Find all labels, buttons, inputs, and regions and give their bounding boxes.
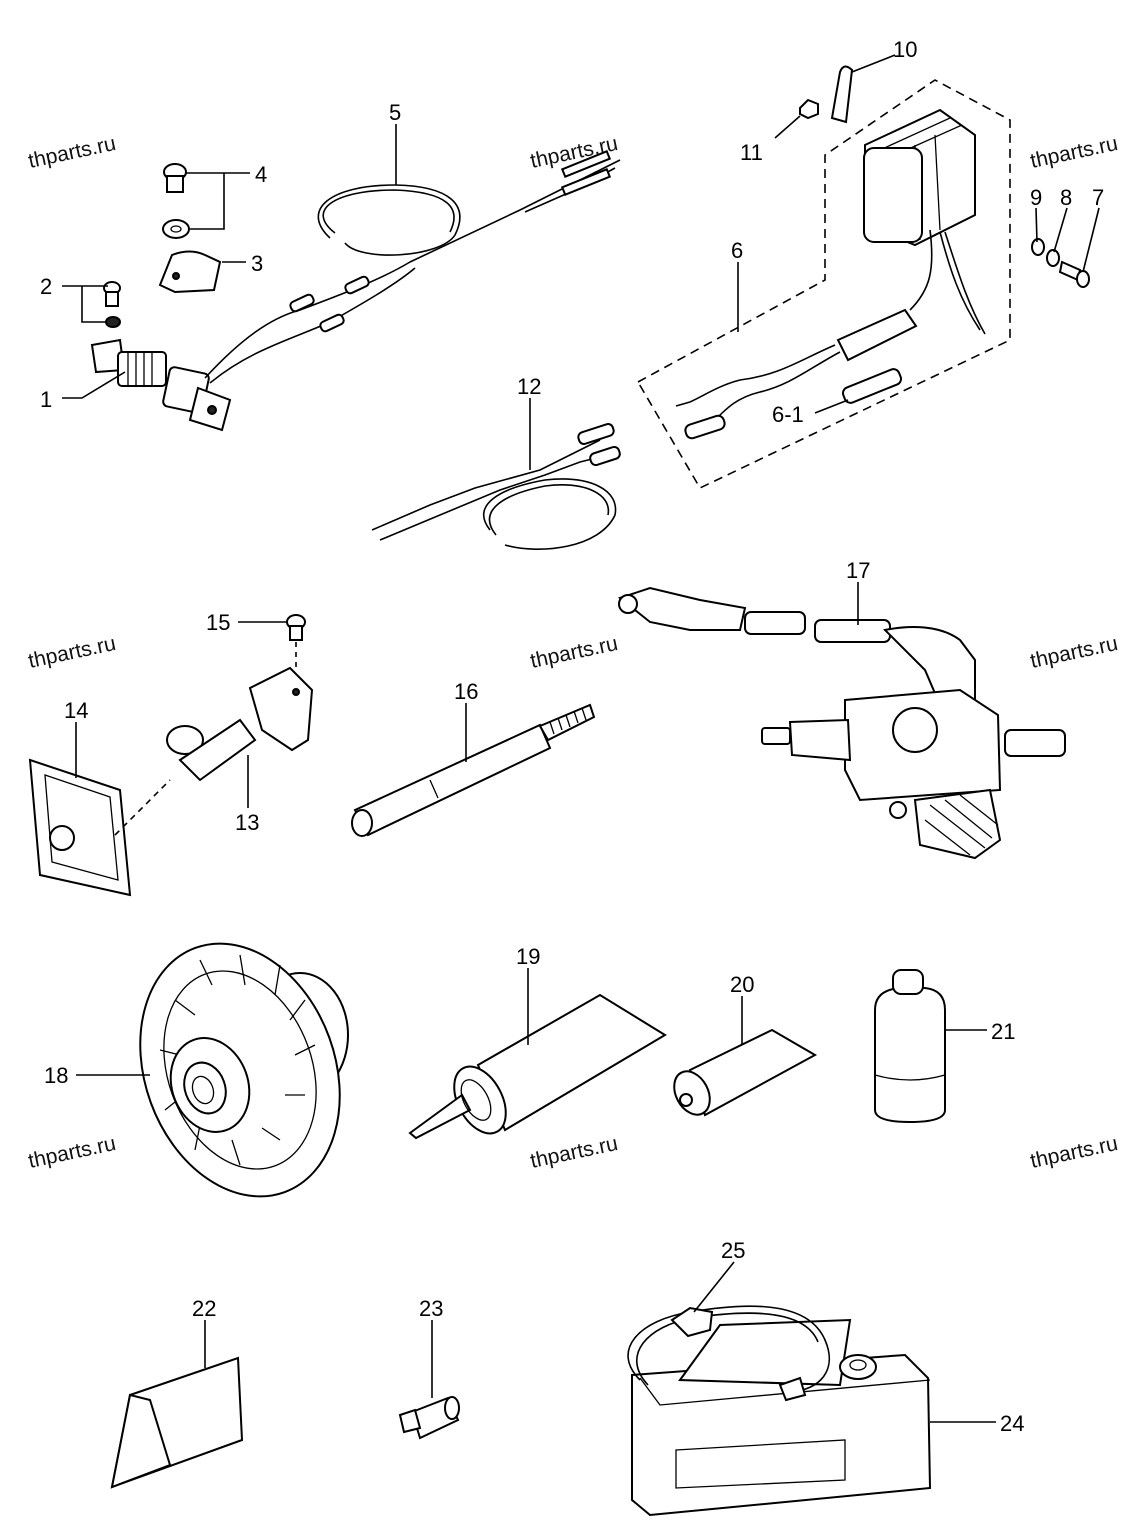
watermark-7: thparts.ru xyxy=(26,1132,118,1173)
part-24-fuel-tank xyxy=(627,1305,932,1517)
label-21: 21 xyxy=(991,1019,1015,1044)
part-2-screw xyxy=(103,281,121,328)
label-6-1: 6-1 xyxy=(772,402,804,427)
label-3: 3 xyxy=(251,251,263,276)
label-24: 24 xyxy=(1000,1411,1024,1436)
label-14: 14 xyxy=(64,698,88,723)
part-12-harness xyxy=(371,423,621,550)
label-17: 17 xyxy=(846,558,870,583)
label-23: 23 xyxy=(419,1296,443,1321)
label-13: 13 xyxy=(235,810,259,835)
part-20-tube xyxy=(673,1028,818,1117)
label-11: 11 xyxy=(740,140,763,165)
part-22-bag xyxy=(110,1356,244,1489)
part-4-bolt xyxy=(162,163,190,239)
part-6-rectifier-group xyxy=(636,65,1090,490)
watermark-4: thparts.ru xyxy=(26,632,118,673)
watermark-8: thparts.ru xyxy=(528,1132,620,1173)
part-23-plug xyxy=(398,1396,460,1440)
watermark-9: thparts.ru xyxy=(1028,1132,1120,1173)
label-18: 18 xyxy=(44,1063,68,1088)
label-15: 15 xyxy=(206,610,230,635)
label-6: 6 xyxy=(731,238,743,263)
label-7: 7 xyxy=(1092,185,1104,210)
label-2: 2 xyxy=(40,274,52,299)
label-1: 1 xyxy=(40,387,52,412)
watermark-5: thparts.ru xyxy=(528,632,620,673)
part-13-14-15-bracket xyxy=(28,614,314,897)
label-10: 10 xyxy=(893,37,917,62)
label-8: 8 xyxy=(1060,185,1072,210)
watermark-1: thparts.ru xyxy=(26,132,118,173)
label-9: 9 xyxy=(1030,185,1042,210)
callout-labels: 1 2 3 4 5 6 6-1 7 8 9 10 11 12 13 14 15 … xyxy=(40,37,1104,1436)
label-25: 25 xyxy=(721,1238,745,1263)
part-21-bottle xyxy=(874,969,946,1124)
watermark-6: thparts.ru xyxy=(1028,632,1120,673)
label-19: 19 xyxy=(516,944,540,969)
label-16: 16 xyxy=(454,679,478,704)
label-5: 5 xyxy=(389,100,401,125)
part-17-tool xyxy=(617,586,1066,860)
part-3-clamp xyxy=(158,250,222,294)
label-20: 20 xyxy=(730,972,754,997)
leader-lines xyxy=(62,54,1100,1423)
part-18-wheel xyxy=(139,942,349,1198)
part-19-tube xyxy=(408,993,667,1140)
part-16-rod xyxy=(351,703,596,837)
label-12: 12 xyxy=(517,374,541,399)
label-22: 22 xyxy=(192,1296,216,1321)
label-4: 4 xyxy=(255,162,267,187)
part-5-harness xyxy=(204,149,621,384)
watermark-3: thparts.ru xyxy=(1028,132,1120,173)
part-1-connector xyxy=(90,338,232,432)
